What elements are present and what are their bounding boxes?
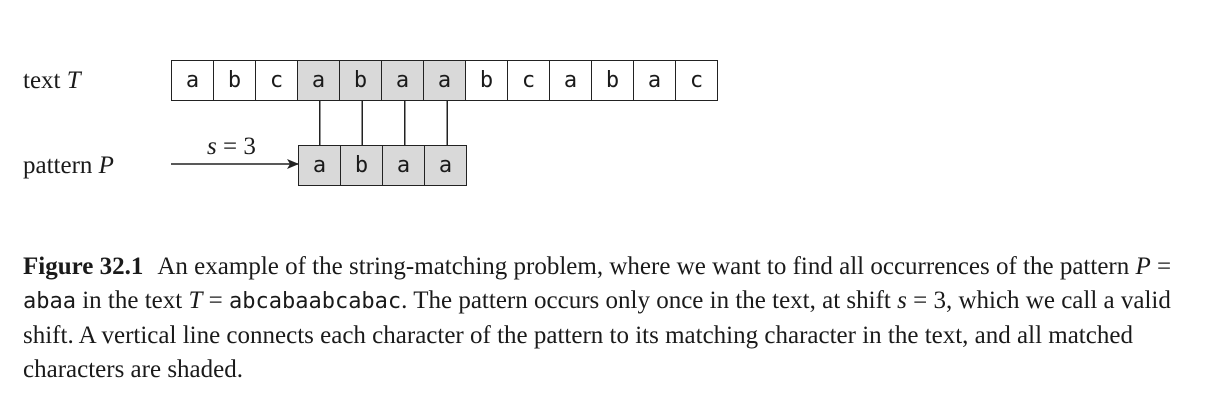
shift-variable: s [207, 133, 217, 160]
caption-text-2: in the text [75, 287, 189, 314]
caption-eq-1: = [1150, 253, 1172, 280]
pattern-cell: a [383, 145, 425, 186]
figure-caption: Figure 32.1 An example of the string-matc… [23, 250, 1198, 387]
caption-text-4: = 3, which we call a valid shift. A vert… [23, 287, 1171, 383]
caption-pattern-var: P [1135, 253, 1151, 280]
text-cell: b [340, 60, 382, 101]
shift-label: s = 3 [207, 134, 256, 159]
shift-equation: = 3 [216, 133, 256, 160]
text-cell: c [676, 60, 718, 101]
text-cell: c [256, 60, 298, 101]
caption-text-var: T [188, 287, 203, 314]
text-cell: a [298, 60, 340, 101]
text-cell: a [634, 60, 676, 101]
caption-pattern-value: abaa [23, 289, 76, 314]
caption-text-3: . The pattern occurs only once in the te… [401, 287, 898, 314]
pattern-variable: P [98, 152, 114, 179]
text-cell: b [592, 60, 634, 101]
pattern-cell: b [341, 145, 383, 186]
pattern-cell: a [299, 145, 341, 186]
caption-shift-var: s [897, 287, 907, 314]
text-cell: a [382, 60, 424, 101]
pattern-cell: a [425, 145, 467, 186]
text-cell: a [172, 60, 214, 101]
text-cell: b [466, 60, 508, 101]
text-cell: c [508, 60, 550, 101]
text-variable: T [66, 67, 81, 94]
pattern-word: pattern [23, 152, 93, 179]
caption-eq-2: = [202, 287, 229, 314]
pattern-row-label: pattern P [23, 153, 114, 178]
figure-number: Figure 32.1 [23, 253, 144, 280]
caption-text-1: An example of the string-matching proble… [157, 253, 1136, 280]
caption-text-value: abcabaabcabac [228, 289, 402, 314]
text-cell: b [214, 60, 256, 101]
text-cell: a [424, 60, 466, 101]
text-cell: a [550, 60, 592, 101]
text-word: text [23, 67, 61, 94]
text-row-label: text T [23, 68, 81, 93]
